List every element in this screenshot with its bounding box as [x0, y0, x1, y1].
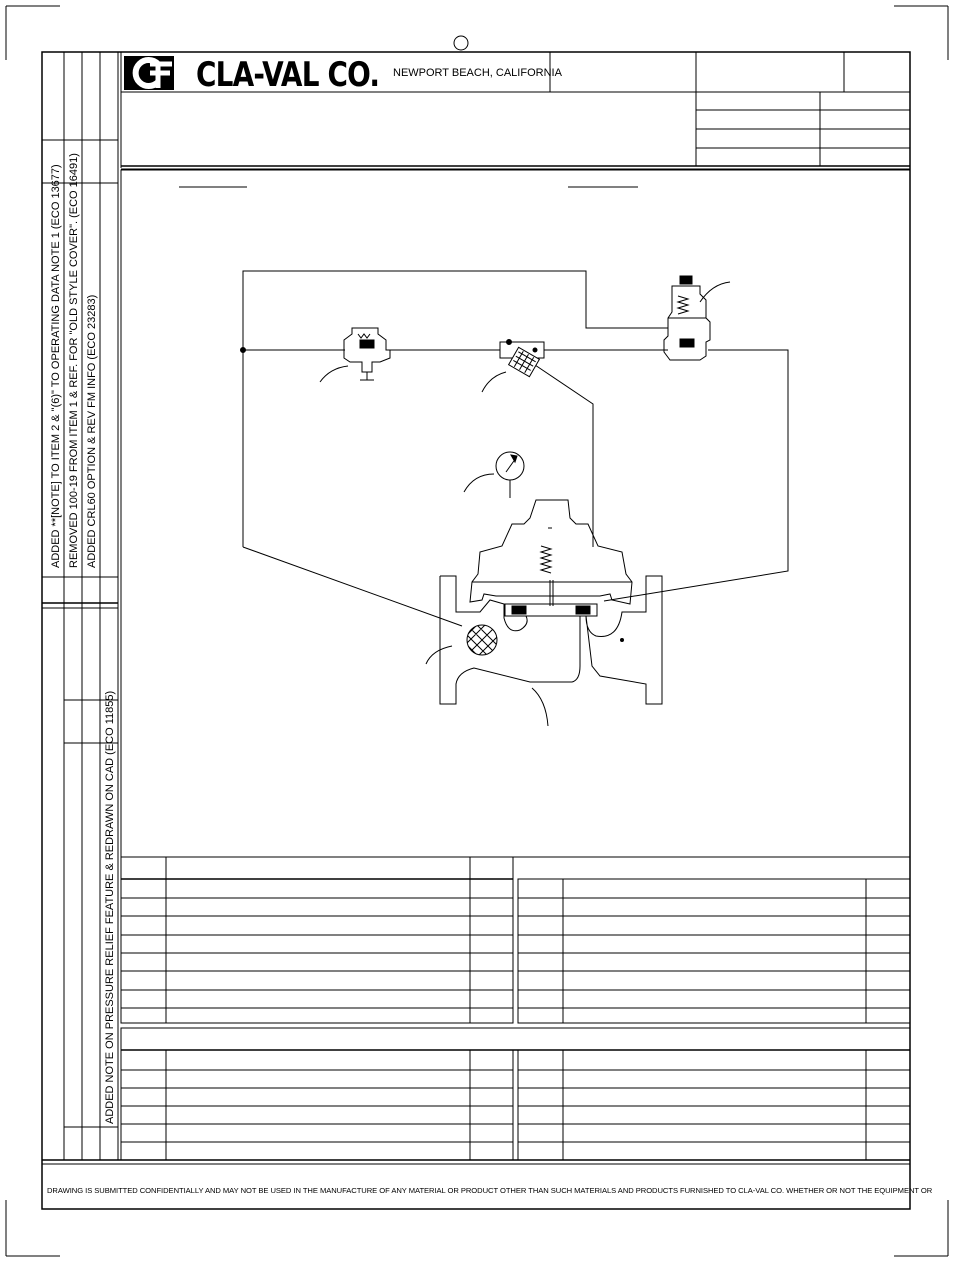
- pilot-piping: [240, 270, 789, 627]
- company-name: CLA-VAL CO.: [196, 55, 380, 95]
- pilot-valve-icon: [663, 275, 731, 361]
- title-block: [120, 52, 910, 170]
- pressure-gauge-icon: [463, 451, 525, 498]
- sheet-center-mark: [453, 35, 469, 51]
- parts-list-right: [517, 878, 911, 1024]
- options-table: [120, 1027, 911, 1161]
- revision-text-4: ADDED NOTE ON PRESSURE RELIEF FEATURE & …: [104, 690, 116, 1124]
- company-location: NEWPORT BEACH, CALIFORNIA: [393, 67, 562, 79]
- crop-marks: [5, 5, 949, 1257]
- revision-text-1: ADDED **[NOTE] TO ITEM 2 & "(6)" TO OPER…: [50, 164, 62, 568]
- cla-val-logo: [124, 56, 174, 90]
- revision-column: [42, 52, 119, 1160]
- drawing-area: [120, 169, 911, 858]
- main-valve-body: [425, 499, 663, 727]
- confidentiality-disclaimer: DRAWING IS SUBMITTED CONFIDENTIALLY AND …: [47, 1186, 933, 1195]
- check-valve-icon: [319, 327, 391, 383]
- parts-list-left: [120, 856, 514, 1024]
- needle-valve-icon: [481, 339, 545, 393]
- revision-text-2: REMOVED 100-19 FROM ITEM 1 & REF. FOR "O…: [68, 153, 80, 568]
- revision-text-3: ADDED CRL60 OPTION & REV FM INFO (ECO 23…: [86, 294, 98, 568]
